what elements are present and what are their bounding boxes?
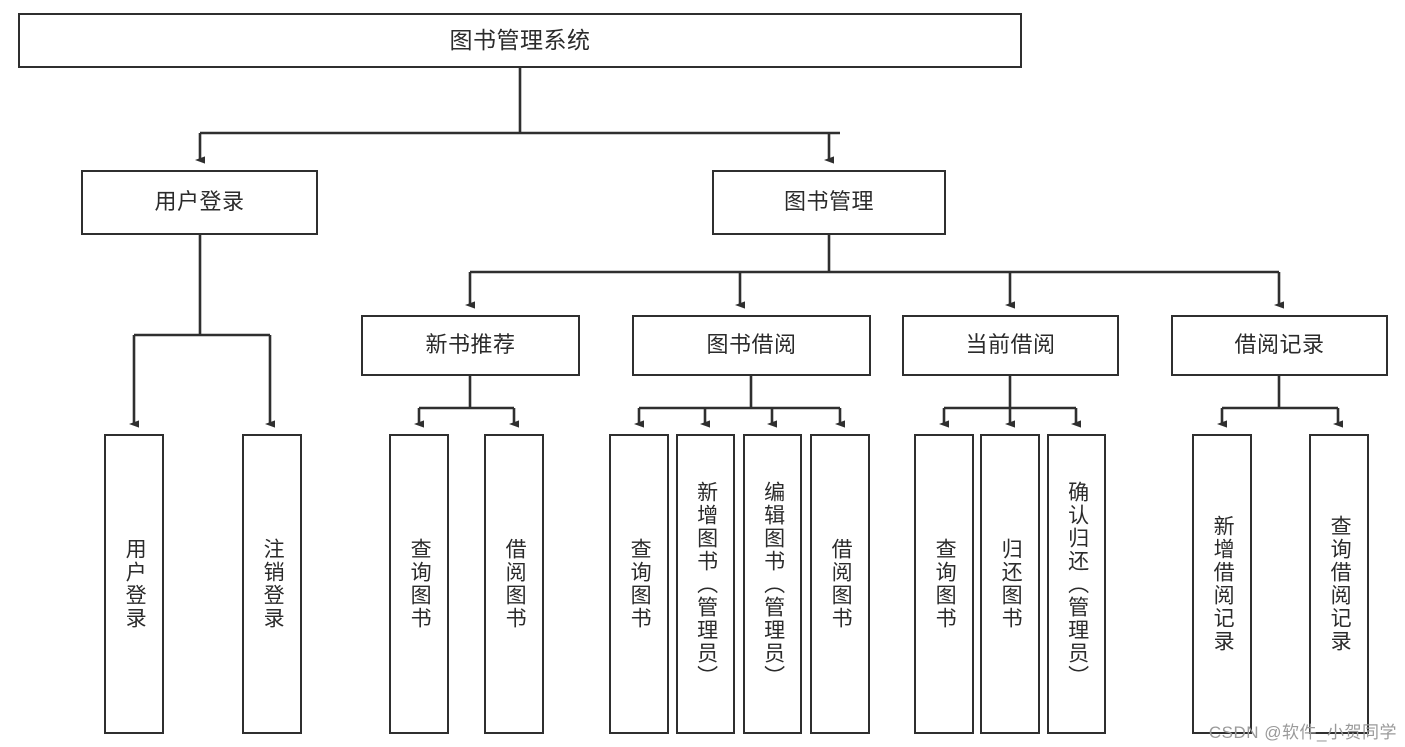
leaf-label: 注销登录 — [261, 538, 285, 630]
node-root-system[interactable]: 图书管理系统 — [18, 13, 1022, 68]
leaf-query-borrow-record[interactable]: 查询借阅记录 — [1309, 434, 1369, 734]
leaf-logout[interactable]: 注销登录 — [242, 434, 302, 734]
leaf-label: 查询图书 — [628, 538, 652, 630]
node-book-management[interactable]: 图书管理 — [712, 170, 946, 235]
leaf-add-book-admin[interactable]: 新增图书（管理员） — [676, 434, 735, 734]
leaf-borrow-book-newbook[interactable]: 借阅图书 — [484, 434, 544, 734]
leaf-label: 查询图书 — [408, 538, 432, 630]
leaf-add-borrow-record[interactable]: 新增借阅记录 — [1192, 434, 1252, 734]
leaf-label: 归还图书 — [999, 538, 1023, 630]
node-current-borrow[interactable]: 当前借阅 — [902, 315, 1119, 376]
node-new-book-recommend[interactable]: 新书推荐 — [361, 315, 580, 376]
leaf-query-book-newbook[interactable]: 查询图书 — [389, 434, 449, 734]
leaf-confirm-return-admin[interactable]: 确认归还（管理员） — [1047, 434, 1106, 734]
leaf-label: 用户登录 — [123, 538, 147, 630]
leaf-label: 新增图书（管理员） — [694, 480, 718, 688]
leaf-label: 查询图书 — [933, 538, 957, 630]
leaf-label: 确认归还（管理员） — [1065, 480, 1089, 688]
leaf-query-book-current[interactable]: 查询图书 — [914, 434, 974, 734]
leaf-borrow-book[interactable]: 借阅图书 — [810, 434, 870, 734]
leaf-label: 新增借阅记录 — [1211, 515, 1235, 653]
node-borrow-record[interactable]: 借阅记录 — [1171, 315, 1388, 376]
leaf-return-book[interactable]: 归还图书 — [980, 434, 1040, 734]
leaf-label: 查询借阅记录 — [1328, 515, 1352, 653]
leaf-user-login[interactable]: 用户登录 — [104, 434, 164, 734]
leaf-edit-book-admin[interactable]: 编辑图书（管理员） — [743, 434, 802, 734]
node-user-login[interactable]: 用户登录 — [81, 170, 318, 235]
leaf-label: 借阅图书 — [503, 538, 527, 630]
leaf-query-book-borrow[interactable]: 查询图书 — [609, 434, 669, 734]
leaf-label: 借阅图书 — [829, 538, 853, 630]
node-book-borrow[interactable]: 图书借阅 — [632, 315, 871, 376]
leaf-label: 编辑图书（管理员） — [761, 480, 785, 688]
